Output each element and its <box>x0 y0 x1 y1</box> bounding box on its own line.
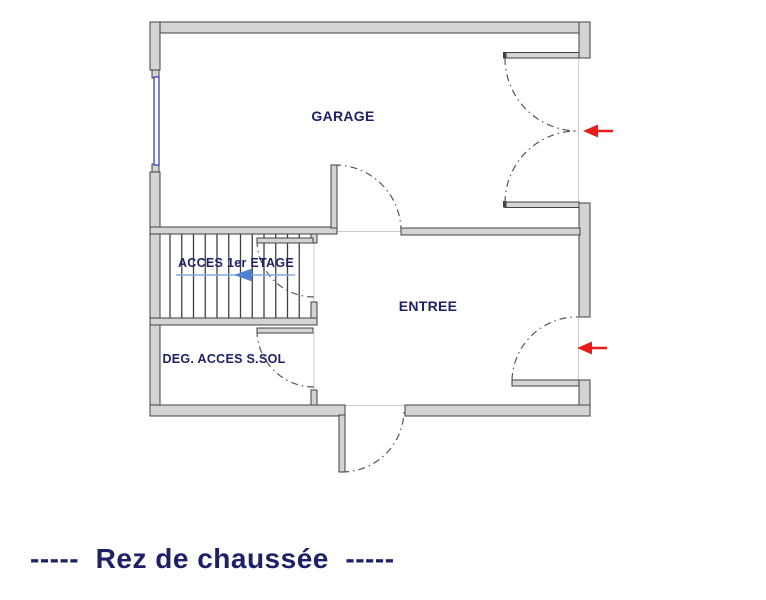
garage-door-tick-top <box>503 52 507 59</box>
deg-door-arc <box>256 329 315 388</box>
window <box>153 76 160 166</box>
garage-door-tick-bottom <box>503 201 507 208</box>
hall-door-arc <box>333 164 402 232</box>
room-labels: GARAGE ENTREE ACCES 1er ETAGE DEG. ACCES… <box>162 108 457 366</box>
left-wall-lower <box>149 171 161 416</box>
garage-hall-wall-right <box>400 227 581 236</box>
room-label-basement-access: DEG. ACCES S.SOL <box>162 352 285 366</box>
garage-door-arc-bottom <box>504 130 579 204</box>
left-wall-upper <box>149 21 161 71</box>
blue-left-arrow-icon <box>234 268 252 282</box>
stairs-direction-arrow <box>176 268 295 282</box>
top-wall <box>149 21 591 34</box>
right-wall-middle <box>578 202 591 318</box>
floor-caption: ----- Rez de chaussée ----- <box>30 543 395 574</box>
entry-door-arc <box>341 409 405 473</box>
hall-door-leaf <box>330 164 338 229</box>
right-wall-upper <box>578 21 591 59</box>
red-left-arrow-icon <box>577 341 592 355</box>
deg-wall-bottom <box>310 389 318 406</box>
bottom-wall-left <box>149 404 346 417</box>
entry-arrow-entree <box>577 341 607 355</box>
room-label-stairs-up: ACCES 1er ETAGE <box>178 256 294 270</box>
red-left-arrow-icon <box>583 124 598 138</box>
stair-treads <box>169 234 300 318</box>
garage-door-leaf-bottom <box>504 201 580 208</box>
entree-door-leaf <box>511 379 580 387</box>
entry-door-leaf <box>338 414 346 473</box>
deg-door-leaf <box>256 327 314 334</box>
stairwell-wall-mid <box>310 301 318 319</box>
bottom-wall-right <box>404 404 591 417</box>
entry-arrow-garage <box>583 124 613 138</box>
stairs-door-arc <box>256 239 315 298</box>
garage-door-leaf-top <box>504 52 580 59</box>
interior-walls <box>149 226 581 406</box>
door-leaves <box>256 52 580 473</box>
garage-door-arc-top <box>504 57 579 132</box>
opening-face-lines <box>313 58 579 406</box>
stairs-deg-wall <box>149 317 318 326</box>
door-swing-arcs <box>256 57 579 473</box>
garage-hall-wall-left <box>149 226 338 235</box>
entree-door-arc <box>511 316 579 381</box>
stairs-door-leaf <box>256 237 314 244</box>
room-label-garage: GARAGE <box>311 108 374 124</box>
room-label-entree: ENTREE <box>399 298 458 314</box>
exterior-walls <box>149 21 591 417</box>
